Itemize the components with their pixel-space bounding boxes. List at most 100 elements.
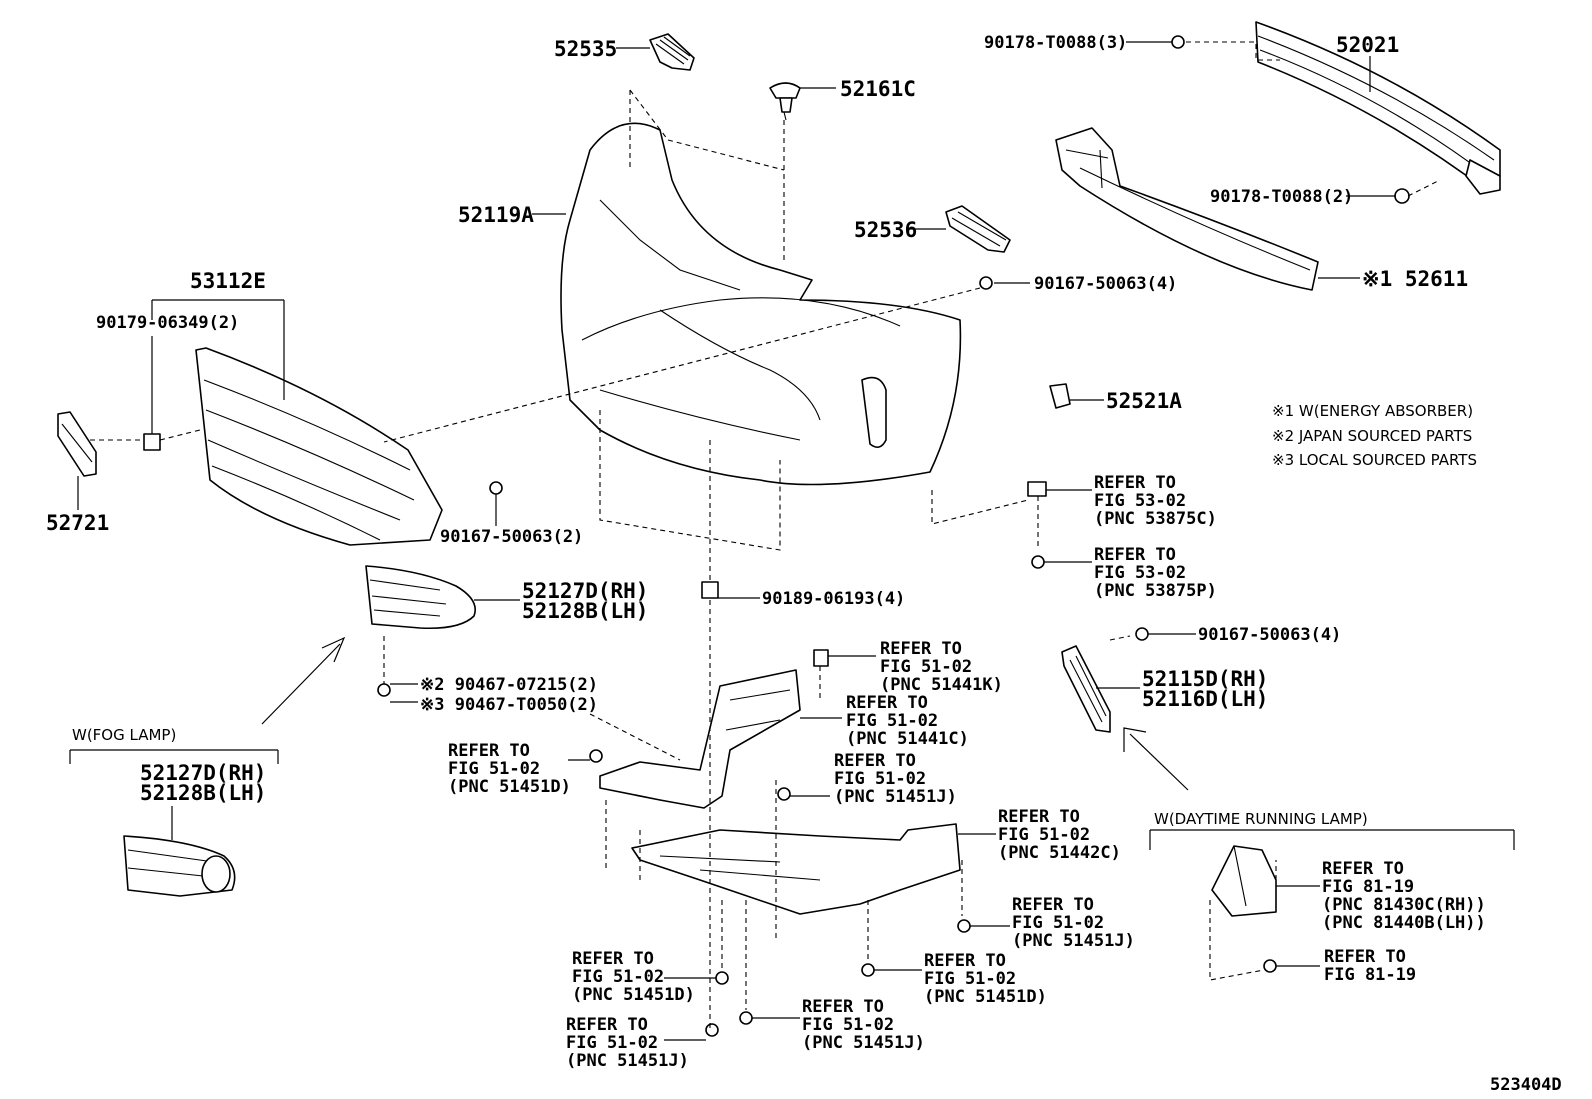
part-52611-energy-absorber <box>1055 127 1319 291</box>
bolt-90167-4a <box>979 276 993 290</box>
label-52521a: 52521A <box>1106 389 1182 413</box>
part-53112e-grille <box>195 347 443 546</box>
clip-90189 <box>701 581 719 599</box>
fog-lamp-title: W(FOG LAMP) <box>72 726 176 744</box>
bolt-51451j-b <box>957 919 971 933</box>
label-52119a: 52119A <box>458 203 534 227</box>
refer-51442c-line2: FIG 51-02 <box>998 825 1090 845</box>
refer-51441k-line1: REFER TO <box>880 639 962 659</box>
label-52115d: 52115D(RH) <box>1142 667 1268 691</box>
label-52127d-a: 52127D(RH) <box>522 579 648 603</box>
refer-51441k-line2: FIG 51-02 <box>880 657 972 677</box>
figure-id: 523404D <box>1490 1075 1562 1095</box>
refer-51441c-line3: (PNC 51441C) <box>846 729 969 749</box>
refer-8119-line2: FIG 81-19 <box>1324 965 1416 985</box>
label-52128b-a: 52128B(LH) <box>522 599 648 623</box>
bolt-90167-4b <box>1135 627 1149 641</box>
refer-51451d-c-line3: (PNC 51451D) <box>924 987 1047 1007</box>
part-52021-reinforcement <box>1255 21 1501 195</box>
bolt-51451j-c <box>705 1023 719 1037</box>
label-90189: 90189-06193(4) <box>762 589 905 609</box>
label-90179: 90179-06349(2) <box>96 313 239 333</box>
refer-53875p-line1: REFER TO <box>1094 545 1176 565</box>
part-52161c-clip <box>769 82 801 121</box>
note-3: ※3 LOCAL SOURCED PARTS <box>1272 451 1477 469</box>
refer-51451d-c-line1: REFER TO <box>924 951 1006 971</box>
clip-90467 <box>377 683 391 697</box>
clip-53875c <box>1027 481 1047 497</box>
label-52535: 52535 <box>554 37 617 61</box>
note-1: ※1 W(ENERGY ABSORBER) <box>1272 402 1473 420</box>
bolt-90167-2 <box>489 481 503 495</box>
bolt-51451d-c <box>861 963 875 977</box>
refer-53875c-line2: FIG 53-02 <box>1094 491 1186 511</box>
refer-51451j-c-line1: REFER TO <box>566 1015 648 1035</box>
label-90178-2: 90178-T0088(2) <box>1210 187 1353 207</box>
refer-81430-line1: REFER TO <box>1322 859 1404 879</box>
refer-51451d-b-line2: FIG 51-02 <box>572 967 664 987</box>
leader-lines <box>69 41 1515 1041</box>
refer-51441k-line3: (PNC 51441K) <box>880 675 1003 695</box>
refer-8119-line1: REFER TO <box>1324 947 1406 967</box>
label-52021: 52021 <box>1336 33 1399 57</box>
refer-53875p-line2: FIG 53-02 <box>1094 563 1186 583</box>
label-52161c: 52161C <box>840 77 916 101</box>
part-52127d-fog-cover <box>365 565 476 630</box>
refer-81430-line3: (PNC 81430C(RH)) <box>1322 895 1486 915</box>
dashed-assembly-lines <box>90 41 1441 1030</box>
label-90467-07215: ※2 90467-07215(2) <box>420 675 598 695</box>
bolt-51451d-a <box>589 749 603 763</box>
refer-51441c-line1: REFER TO <box>846 693 928 713</box>
part-labels: 52535 52161C 90178-T0088(3) 52021 52119A… <box>46 33 1562 1095</box>
refer-53875c-line3: (PNC 53875C) <box>1094 509 1217 529</box>
bolt-51451j-a <box>777 787 791 801</box>
refer-51451d-b-line3: (PNC 51451D) <box>572 985 695 1005</box>
part-52721-bracket <box>57 411 97 477</box>
part-52536-bracket <box>945 205 1011 253</box>
part-52115d-drl-cover <box>1061 645 1111 733</box>
nut-90178-3 <box>1171 35 1185 49</box>
footnotes: ※1 W(ENERGY ABSORBER) ※2 JAPAN SOURCED P… <box>1272 402 1477 469</box>
label-52536: 52536 <box>854 218 917 242</box>
label-52116d: 52116D(LH) <box>1142 687 1268 711</box>
clip-51441k <box>813 649 829 667</box>
refer-51451j-a-line3: (PNC 51451J) <box>834 787 957 807</box>
refer-51451j-b-line3: (PNC 51451J) <box>1012 931 1135 951</box>
label-90167-2: 90167-50063(2) <box>440 527 583 547</box>
refer-81430-line4: (PNC 81440B(LH)) <box>1322 913 1486 933</box>
refer-51451j-a-line2: FIG 51-02 <box>834 769 926 789</box>
label-52128b-b: 52128B(LH) <box>140 781 266 805</box>
part-drl-lamp <box>1211 845 1277 917</box>
refer-51442c-line3: (PNC 51442C) <box>998 843 1121 863</box>
refer-51451j-c-line2: FIG 51-02 <box>566 1033 658 1053</box>
part-engine-under-cover-main <box>631 823 961 915</box>
refer-51451d-a-line2: FIG 51-02 <box>448 759 540 779</box>
refer-51451d-a-line1: REFER TO <box>448 741 530 761</box>
refer-51441c-line2: FIG 51-02 <box>846 711 938 731</box>
refer-53875c-line1: REFER TO <box>1094 473 1176 493</box>
label-90167-4a: 90167-50063(4) <box>1034 274 1177 294</box>
part-52535-bracket <box>649 33 695 71</box>
refer-81430-line2: FIG 81-19 <box>1322 877 1414 897</box>
refer-51451j-d-line3: (PNC 51451J) <box>802 1033 925 1053</box>
nut-90178-2 <box>1394 188 1410 204</box>
note-2: ※2 JAPAN SOURCED PARTS <box>1272 427 1472 445</box>
bolt-8119 <box>1263 959 1277 973</box>
refer-51451j-c-line3: (PNC 51451J) <box>566 1051 689 1071</box>
clip-52521a <box>1049 383 1071 409</box>
label-52127d-b: 52127D(RH) <box>140 761 266 785</box>
refer-51451j-a-line1: REFER TO <box>834 751 916 771</box>
label-52611: ※1 52611 <box>1362 267 1468 291</box>
label-90167-4b: 90167-50063(4) <box>1198 625 1341 645</box>
refer-51451j-d-line1: REFER TO <box>802 997 884 1017</box>
refer-51451d-c-line2: FIG 51-02 <box>924 969 1016 989</box>
bolt-51451d-b <box>715 971 729 985</box>
bolt-53875p <box>1031 555 1045 569</box>
bolt-51451j-d <box>739 1011 753 1025</box>
refer-51451d-b-line1: REFER TO <box>572 949 654 969</box>
part-90179-clip <box>143 433 161 451</box>
refer-51451j-b-line1: REFER TO <box>1012 895 1094 915</box>
label-52721: 52721 <box>46 511 109 535</box>
refer-51442c-line1: REFER TO <box>998 807 1080 827</box>
